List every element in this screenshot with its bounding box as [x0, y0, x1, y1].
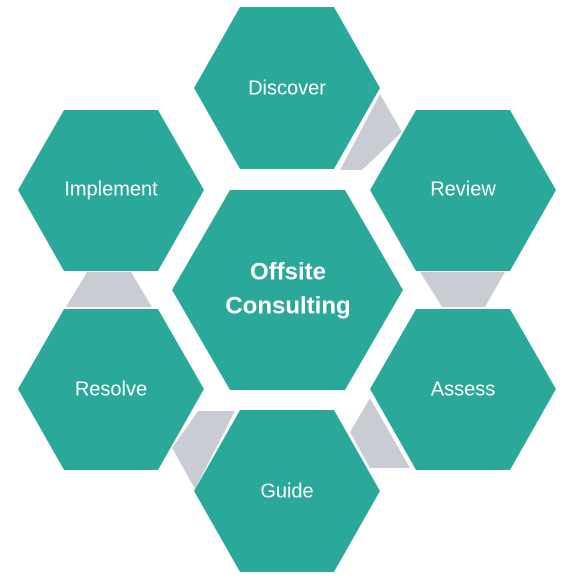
hexagon-resolve — [18, 309, 204, 470]
hexagon-guide — [194, 410, 380, 572]
hexagon-discover — [194, 7, 380, 169]
hexagon-assess — [370, 309, 556, 470]
center-title-line1: Offsite — [250, 258, 326, 285]
label-review: Review — [430, 178, 496, 200]
hexagon-implement — [18, 110, 204, 271]
hexagon-review — [370, 110, 556, 271]
connector-guide-resolve — [172, 411, 235, 489]
connector-discover-review — [340, 94, 402, 170]
connector-review-assess — [420, 272, 505, 307]
center-title-line2: Consulting — [225, 292, 350, 319]
label-discover: Discover — [248, 77, 326, 99]
connector-assess-guide — [350, 398, 410, 468]
label-assess: Assess — [431, 378, 495, 400]
label-resolve: Resolve — [75, 378, 147, 400]
hexagon-center — [172, 190, 403, 390]
label-implement: Implement — [64, 178, 158, 200]
label-guide: Guide — [260, 480, 313, 502]
connector-resolve-implement — [66, 272, 152, 307]
